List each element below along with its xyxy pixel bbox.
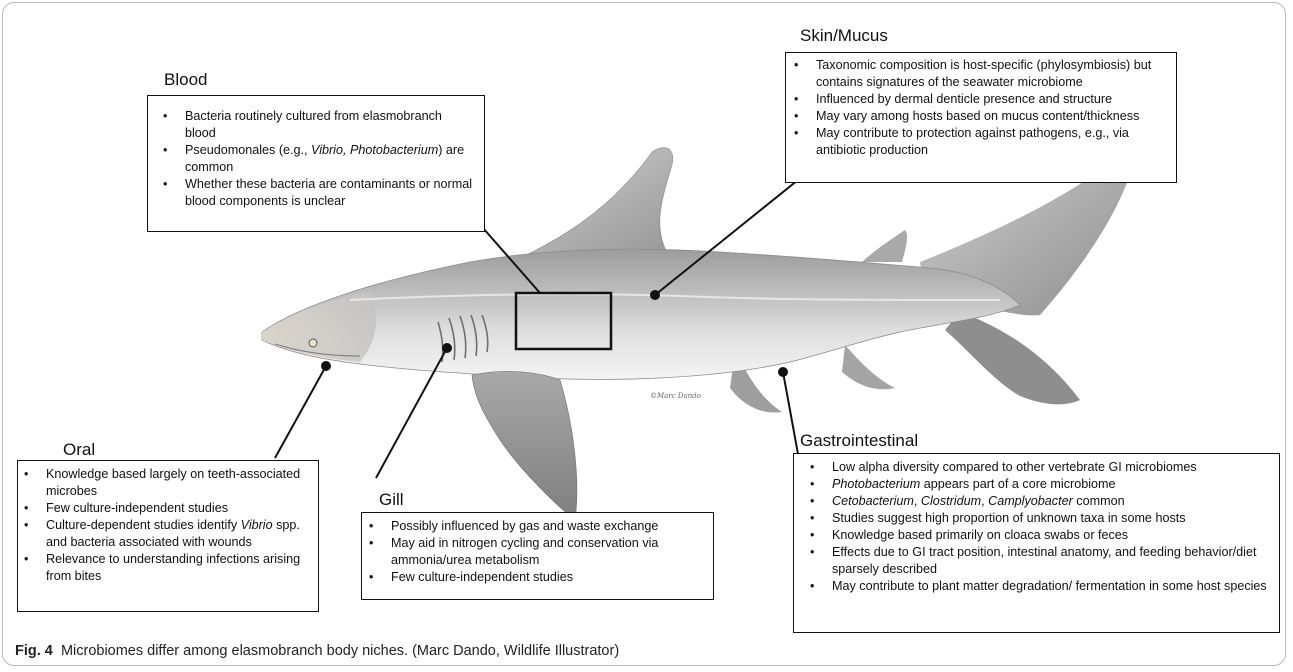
bullet-item: Influenced by dermal denticle presence a…	[816, 91, 1168, 108]
bullet-item: Possibly influenced by gas and waste exc…	[391, 518, 707, 535]
bullet-item: Photobacterium appears part of a core mi…	[832, 476, 1273, 493]
figure-label: Fig. 4	[15, 643, 53, 659]
skin-title: Skin/Mucus	[800, 26, 888, 46]
gi-info-box: Low alpha diversity compared to other ve…	[793, 453, 1280, 633]
bullet-item: Relevance to understanding infections ar…	[46, 551, 312, 585]
bullet-item: Knowledge based largely on teeth-associa…	[46, 466, 312, 500]
skin-info-box: Taxonomic composition is host-specific (…	[785, 52, 1177, 183]
gill-info-box: Possibly influenced by gas and waste exc…	[361, 512, 714, 600]
pectoral-fin	[472, 371, 577, 520]
oral-title: Oral	[63, 440, 95, 460]
oral-info-box: Knowledge based largely on teeth-associa…	[17, 460, 319, 612]
artist-signature: ©Marc Dando	[650, 392, 701, 400]
bullet-text: May contribute to plant matter degradati…	[832, 579, 1267, 593]
bullet-text: Whether these bacteria are contaminants …	[185, 177, 472, 208]
bullet-text: Culture-dependent studies identify	[46, 518, 241, 532]
bullet-item: Low alpha diversity compared to other ve…	[832, 459, 1273, 476]
oral-bullets: Knowledge based largely on teeth-associa…	[18, 461, 318, 585]
bullet-text: Pseudomonales (e.g.,	[185, 143, 311, 157]
bullet-text: Knowledge based primarily on cloaca swab…	[832, 528, 1128, 542]
bullet-text: Photobacterium	[832, 477, 920, 491]
gill-point	[442, 343, 452, 353]
bullet-item: Pseudomonales (e.g., Vibrio, Photobacter…	[185, 142, 474, 176]
bullet-item: May contribute to plant matter degradati…	[832, 578, 1273, 595]
bullet-text: ,	[914, 494, 921, 508]
caudal-fin-lower	[945, 312, 1080, 404]
snout	[262, 292, 376, 362]
bullet-text: Bacteria routinely cultured from elasmob…	[185, 109, 442, 140]
bullet-text: appears part of a core microbiome	[920, 477, 1115, 491]
second-dorsal-fin	[862, 230, 907, 262]
caption-text: Microbiomes differ among elasmobranch bo…	[61, 643, 619, 659]
figure-caption: Fig. 4 Microbiomes differ among elasmobr…	[15, 643, 619, 659]
bullet-text: common	[1073, 494, 1125, 508]
gill-bullets: Possibly influenced by gas and waste exc…	[362, 513, 713, 586]
bullet-text: Few culture-independent studies	[391, 570, 573, 584]
bullet-text: Possibly influenced by gas and waste exc…	[391, 519, 658, 533]
bullet-text: Clostridum	[921, 494, 981, 508]
bullet-text: Studies suggest high proportion of unkno…	[832, 511, 1186, 525]
bullet-item: Bacteria routinely cultured from elasmob…	[185, 108, 474, 142]
bullet-item: Few culture-independent studies	[391, 569, 707, 586]
blood-title: Blood	[164, 70, 207, 90]
bullet-text: Knowledge based largely on teeth-associa…	[46, 467, 300, 498]
bullet-item: Whether these bacteria are contaminants …	[185, 176, 474, 210]
oral-point	[321, 361, 331, 371]
bullet-item: Culture-dependent studies identify Vibri…	[46, 517, 312, 551]
gi-leader-line	[783, 372, 798, 454]
gill-title: Gill	[379, 490, 404, 510]
gi-point	[778, 367, 788, 377]
skin-bullets: Taxonomic composition is host-specific (…	[786, 53, 1176, 159]
shark-body	[262, 249, 1020, 379]
oral-leader-line	[275, 366, 326, 458]
bullet-item: May aid in nitrogen cycling and conserva…	[391, 535, 707, 569]
bullet-text: May aid in nitrogen cycling and conserva…	[391, 536, 658, 567]
bullet-item: Knowledge based primarily on cloaca swab…	[832, 527, 1273, 544]
dorsal-fin	[520, 148, 714, 264]
bullet-text: Camplyobacter	[988, 494, 1073, 508]
bullet-text: Effects due to GI tract position, intest…	[832, 545, 1256, 576]
bullet-text: Cetobacterium	[832, 494, 914, 508]
anal-fin	[842, 345, 895, 389]
bullet-text: Few culture-independent studies	[46, 501, 228, 515]
bullet-text: Vibrio	[241, 518, 273, 532]
skin-point	[650, 290, 660, 300]
bullet-item: Few culture-independent studies	[46, 500, 312, 517]
bullet-item: Cetobacterium, Clostridum, Camplyobacter…	[832, 493, 1273, 510]
bullet-text: Relevance to understanding infections ar…	[46, 552, 300, 583]
bullet-text: Low alpha diversity compared to other ve…	[832, 460, 1197, 474]
blood-bullets: Bacteria routinely cultured from elasmob…	[148, 96, 484, 210]
shark-eye	[309, 339, 317, 347]
bullet-item: Studies suggest high proportion of unkno…	[832, 510, 1273, 527]
bullet-item: May contribute to protection against pat…	[816, 125, 1168, 159]
gi-title: Gastrointestinal	[800, 431, 918, 451]
bullet-text: Influenced by dermal denticle presence a…	[816, 92, 1112, 106]
blood-info-box: Bacteria routinely cultured from elasmob…	[147, 95, 485, 232]
bullet-item: Effects due to GI tract position, intest…	[832, 544, 1273, 578]
gi-bullets: Low alpha diversity compared to other ve…	[794, 454, 1279, 595]
bullet-text: Taxonomic composition is host-specific (…	[816, 58, 1151, 89]
bullet-item: Taxonomic composition is host-specific (…	[816, 57, 1168, 91]
bullet-item: May vary among hosts based on mucus cont…	[816, 108, 1168, 125]
bullet-text: May vary among hosts based on mucus cont…	[816, 109, 1139, 123]
bullet-text: May contribute to protection against pat…	[816, 126, 1129, 157]
bullet-text: Vibrio, Photobacterium	[311, 143, 438, 157]
